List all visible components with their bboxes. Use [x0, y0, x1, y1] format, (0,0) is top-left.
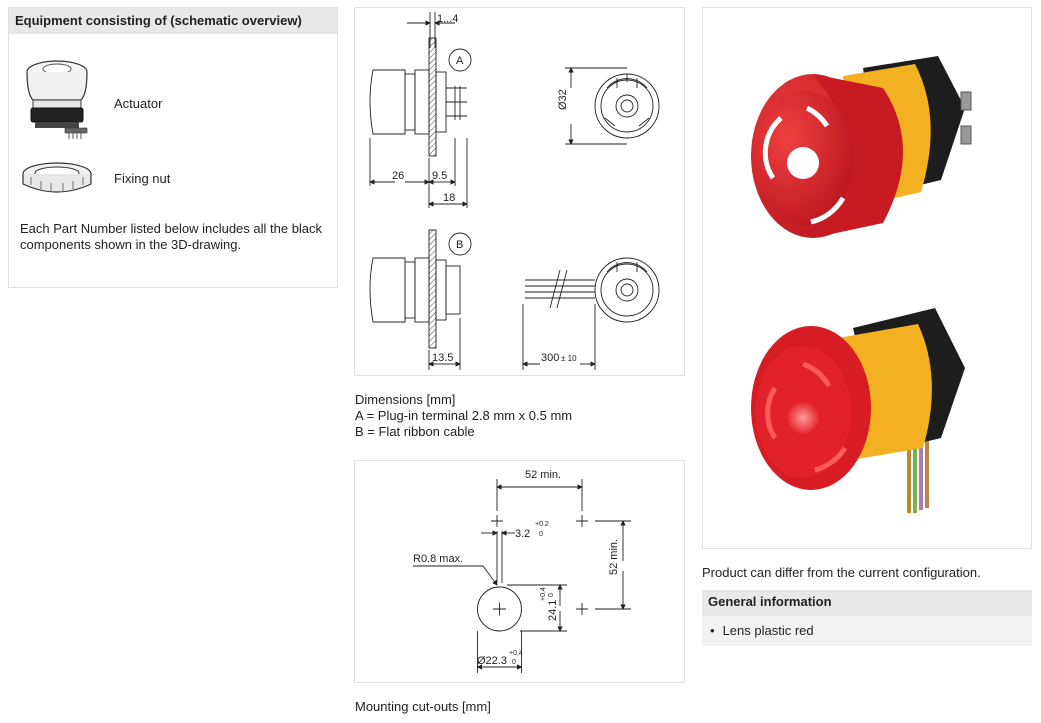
height-tol-low: 0 [548, 593, 555, 597]
actuator-icon [26, 60, 88, 139]
hole-dia-label: Ø22.3 [477, 655, 507, 667]
height-label: 24.1 [547, 600, 559, 621]
equipment-description: Each Part Number listed below includes a… [20, 221, 323, 252]
dimensions-caption-title: Dimensions [mm] [355, 392, 456, 407]
button-unlit [751, 56, 972, 238]
slot-tol-low: 0 [539, 531, 543, 538]
dim-9-5-label: 9.5 [432, 170, 447, 182]
general-info-title: General information [702, 590, 1032, 616]
dim-gap-label: 1...4 [437, 13, 458, 25]
equipment-title: Equipment consisting of (schematic overv… [9, 8, 337, 34]
mounting-caption: Mounting cut-outs [mm] [355, 699, 491, 714]
dim-26-label: 26 [392, 170, 404, 182]
actuator-label: Actuator [114, 96, 163, 111]
product-image [702, 7, 1032, 549]
dim-diameter-label: Ø32 [557, 89, 569, 110]
spacing-v-label: 52 min. [608, 539, 620, 575]
dimensions-caption: Dimensions [mm] A = Plug-in terminal 2.8… [355, 392, 572, 440]
dimensions-drawing: 1...4 A B Ø32 26 9.5 18 13.5 300 ± 10 [354, 7, 685, 376]
spacing-h-label: 52 min. [525, 469, 561, 481]
dimensions-caption-b: B = Flat ribbon cable [355, 424, 475, 439]
radius-label: R0.8 max. [413, 553, 463, 565]
slot-tol-up: +0.2 [535, 521, 549, 528]
dimensions-caption-a: A = Plug-in terminal 2.8 mm x 0.5 mm [355, 408, 573, 423]
equipment-panel: Equipment consisting of (schematic overv… [8, 7, 338, 288]
fixing-nut-label: Fixing nut [114, 171, 171, 186]
hole-tol-up: +0.4 [509, 650, 523, 657]
product-note: Product can differ from the current conf… [702, 565, 981, 580]
dim-18-label: 18 [443, 192, 455, 204]
button-lit [751, 308, 965, 513]
dim-300-label: 300 [541, 352, 559, 364]
general-info-item-label: Lens plastic red [722, 623, 814, 638]
hole-tol-low: 0 [512, 659, 516, 666]
height-tol-up: +0.4 [540, 587, 547, 601]
dim-300-tolerance: ± 10 [561, 354, 577, 363]
dim-13-5-label: 13.5 [432, 352, 453, 364]
mounting-drawing: 52 min. 52 min. 3.2 +0.2 0 R0.8 max. 24.… [354, 460, 685, 683]
bullet-icon: • [710, 623, 715, 638]
general-info-item: • Lens plastic red [702, 616, 1032, 646]
marker-a: A [456, 55, 464, 67]
slot-width-label: 3.2 [515, 528, 530, 540]
fixing-nut-icon [22, 162, 92, 193]
marker-b: B [456, 239, 463, 251]
